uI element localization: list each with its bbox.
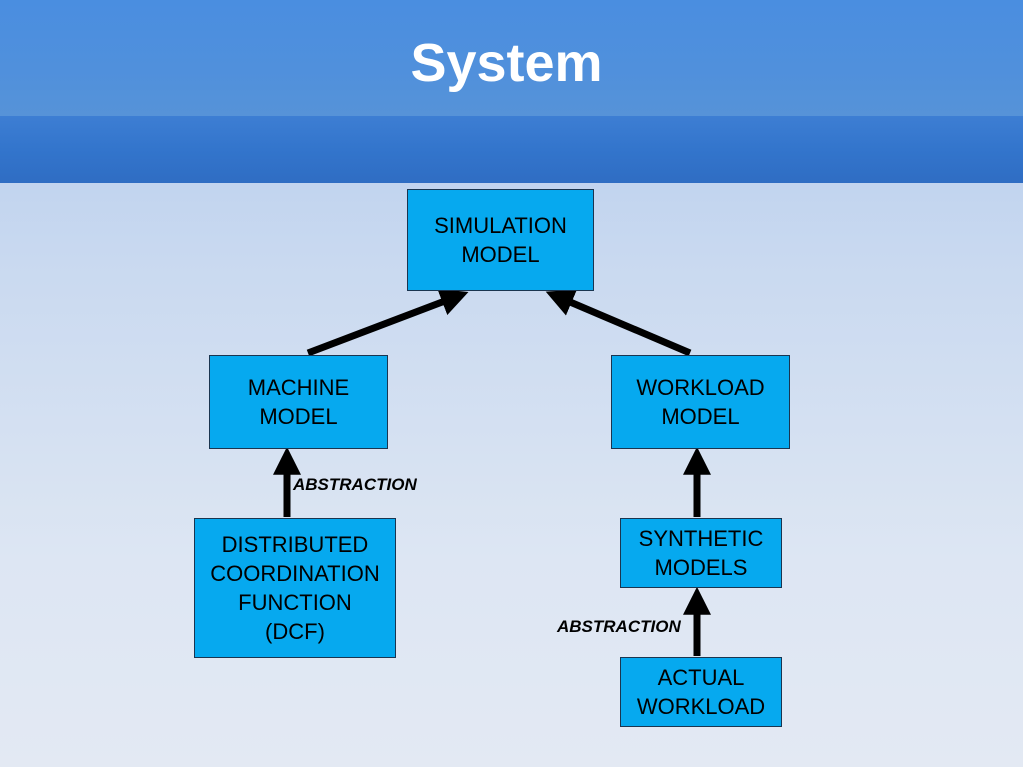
slide-title: System bbox=[410, 33, 603, 93]
header-top-band bbox=[0, 0, 1023, 116]
synthetic-models-label: SYNTHETIC MODELS bbox=[638, 526, 764, 580]
abstraction-label-left: ABSTRACTION bbox=[293, 475, 417, 494]
workload-model-label: WORKLOAD MODEL bbox=[636, 375, 765, 429]
arrow-workload-to-simulation bbox=[545, 289, 692, 357]
abstraction-label-right: ABSTRACTION bbox=[557, 617, 681, 636]
simulation-model-label: SIMULATION MODEL bbox=[434, 213, 567, 267]
header-dark-band bbox=[0, 116, 1023, 183]
machine-model-node: MACHINE MODEL bbox=[209, 355, 388, 449]
simulation-model-node: SIMULATION MODEL bbox=[407, 189, 594, 291]
slide-header: System bbox=[0, 0, 1023, 183]
actual-workload-label: ACTUAL WORKLOAD bbox=[636, 665, 766, 719]
arrow-machine-to-simulation bbox=[306, 288, 469, 357]
machine-model-label: MACHINE MODEL bbox=[247, 375, 350, 429]
dcf-node: DISTRIBUTED COORDINATION FUNCTION (DCF) bbox=[194, 518, 396, 658]
actual-workload-node: ACTUAL WORKLOAD bbox=[620, 657, 782, 727]
dcf-label: DISTRIBUTED COORDINATION FUNCTION (DCF) bbox=[210, 532, 380, 644]
workload-model-node: WORKLOAD MODEL bbox=[611, 355, 790, 449]
synthetic-models-node: SYNTHETIC MODELS bbox=[620, 518, 782, 588]
